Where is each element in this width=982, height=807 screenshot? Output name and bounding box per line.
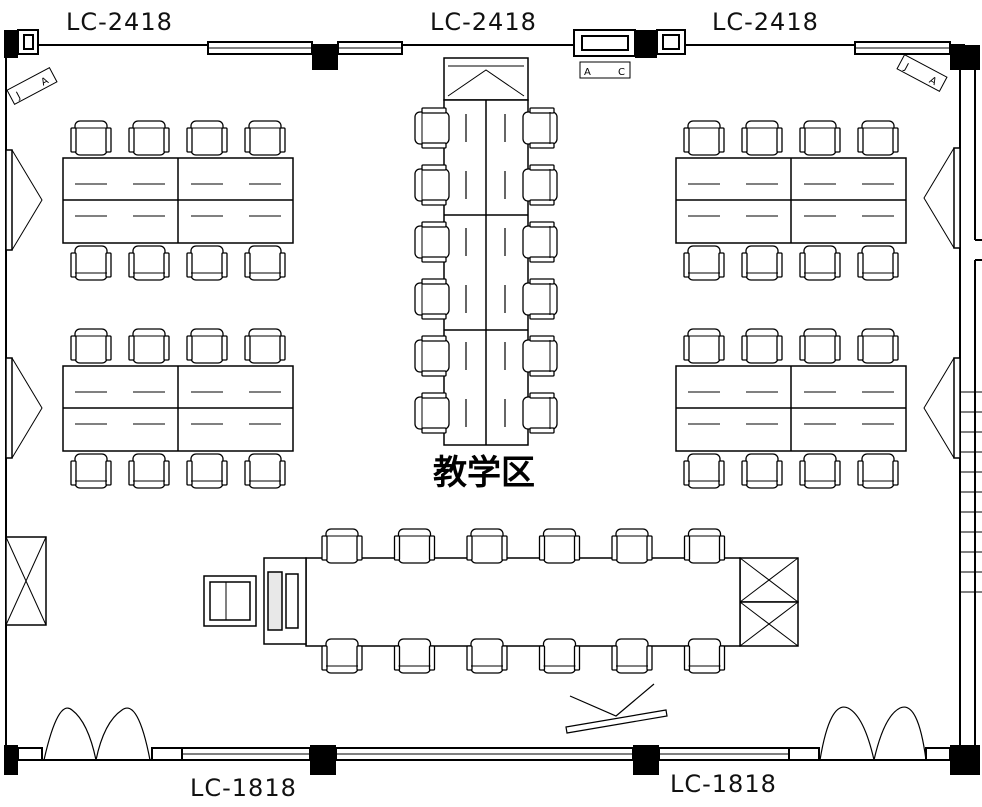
chair (70, 328, 112, 364)
chair (857, 245, 899, 281)
chair (414, 107, 450, 149)
chair (538, 638, 581, 674)
columns (4, 30, 980, 775)
chair (70, 120, 112, 156)
chair (186, 120, 228, 156)
desk-group (62, 157, 294, 244)
chair (683, 528, 726, 564)
chair (244, 453, 286, 489)
svg-text:A: A (584, 67, 591, 78)
desk-groups (62, 114, 907, 452)
chair (414, 278, 450, 320)
chair (244, 328, 286, 364)
chair (70, 245, 112, 281)
chair (683, 120, 725, 156)
chair (128, 328, 170, 364)
chair (244, 245, 286, 281)
chairs (70, 107, 899, 674)
chair (128, 120, 170, 156)
svg-text:J: J (901, 61, 910, 73)
chair (321, 528, 363, 564)
chair (611, 638, 653, 674)
chair (414, 392, 450, 434)
chair (741, 120, 783, 156)
chair (522, 392, 558, 434)
svg-text:C: C (618, 67, 625, 78)
chair (414, 335, 450, 377)
chair (741, 328, 783, 364)
chair (522, 221, 558, 263)
projector-markers: J A A C J A (6, 53, 948, 106)
svg-text:A: A (927, 75, 938, 88)
svg-text:J: J (14, 90, 23, 102)
chair (857, 120, 899, 156)
chair (799, 328, 841, 364)
chair (522, 164, 558, 206)
chair (186, 453, 228, 489)
chair (611, 528, 653, 564)
chair (414, 221, 450, 263)
chair (244, 120, 286, 156)
chair (538, 528, 581, 564)
desk-group (62, 365, 294, 452)
chair (466, 638, 508, 674)
chair (683, 245, 725, 281)
chair (741, 453, 783, 489)
chair (186, 328, 228, 364)
chair (522, 335, 558, 377)
desk-group (675, 365, 907, 452)
chair (70, 453, 112, 489)
chair (683, 328, 725, 364)
chair (128, 245, 170, 281)
chair (799, 245, 841, 281)
cabinets (5, 536, 799, 647)
chair (857, 328, 899, 364)
wall-boards (5, 147, 961, 459)
chair (393, 528, 436, 564)
chair (128, 453, 170, 489)
conference-table (203, 557, 741, 647)
right-wall-ticks (960, 391, 982, 593)
chair (466, 528, 508, 564)
chair (857, 453, 899, 489)
chair (321, 638, 363, 674)
projector-screen (565, 683, 668, 734)
chair (393, 638, 436, 674)
desk-group (675, 157, 907, 244)
chair (799, 453, 841, 489)
center-desk-marks (465, 114, 506, 427)
doors (43, 706, 927, 761)
chair (683, 638, 726, 674)
svg-text:A: A (39, 75, 50, 88)
windows (17, 29, 951, 761)
chair (741, 245, 783, 281)
chair (414, 164, 450, 206)
teaching-board (443, 57, 529, 101)
chair (683, 453, 725, 489)
center-desks (443, 99, 529, 446)
chair (522, 278, 558, 320)
chair (799, 120, 841, 156)
chair (522, 107, 558, 149)
chair (186, 245, 228, 281)
